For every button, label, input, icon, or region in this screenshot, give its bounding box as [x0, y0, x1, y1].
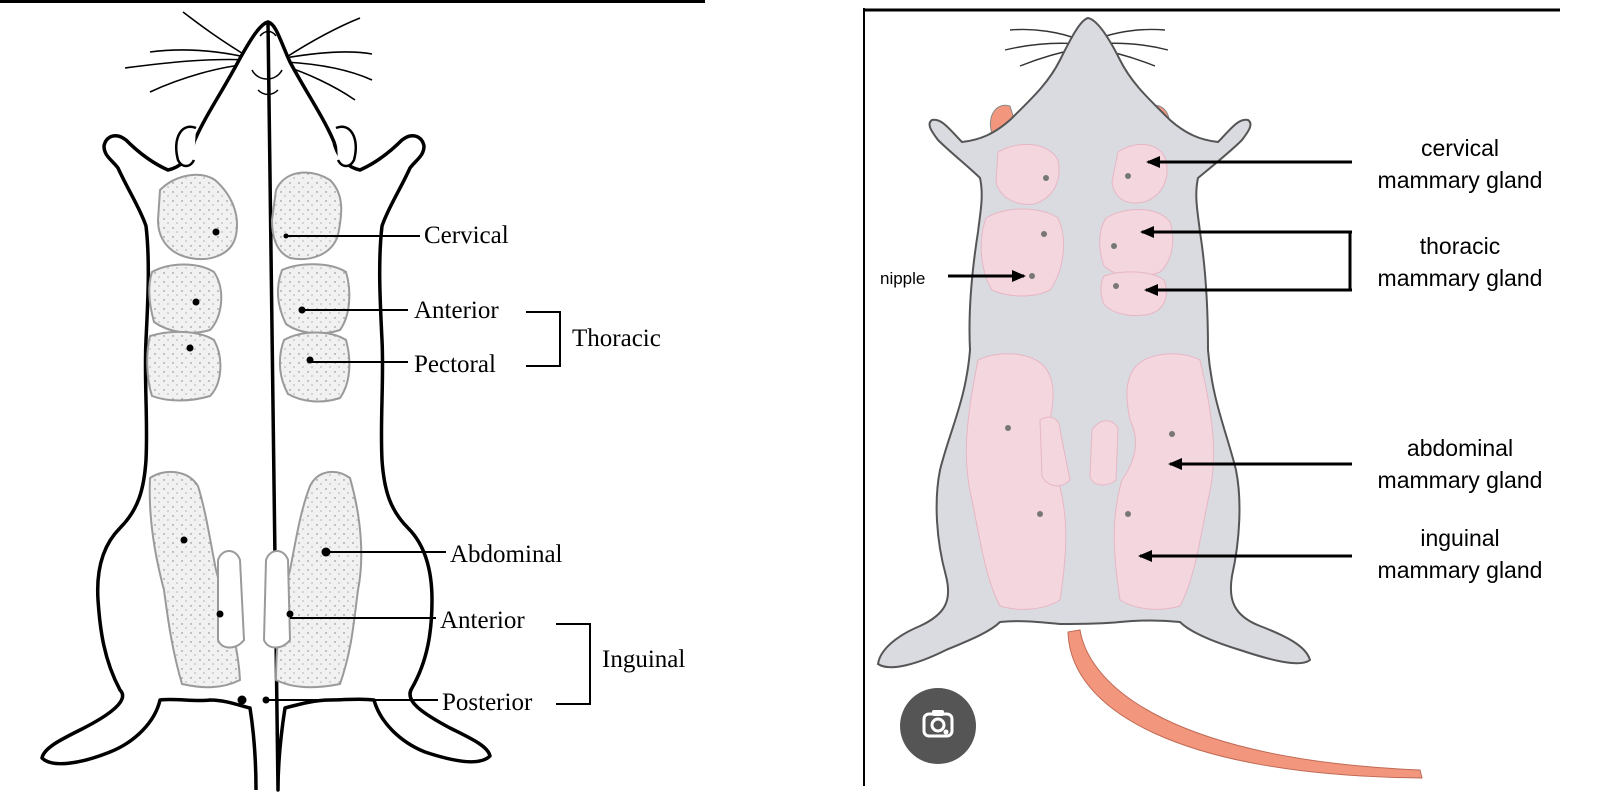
label-inguinal-group: Inguinal: [602, 646, 685, 673]
right-arrows: [948, 156, 1352, 562]
label-thoracic-group: Thoracic: [572, 325, 661, 352]
left-mouse-diagram: Cervical Anterior Pectoral Thoracic Abdo…: [0, 0, 705, 792]
label-thoracic-anterior: Anterior: [414, 297, 499, 324]
right-body: [877, 17, 1311, 669]
label-thoracic-pectoral: Pectoral: [414, 351, 496, 378]
label-abdominal-line2: mammary gland: [1378, 467, 1543, 493]
right-nipples: [1005, 173, 1175, 517]
label-thoracic-line2: mammary gland: [1378, 265, 1543, 291]
label-cervical: Cervical: [424, 222, 509, 249]
label-inguinal-line2: mammary gland: [1378, 557, 1543, 583]
label-abdominal: Abdominal: [450, 541, 563, 568]
label-thoracic-line1: thoracic: [1420, 233, 1501, 259]
label-inguinal-posterior: Posterior: [442, 689, 533, 716]
right-mouse-diagram: nipple cervical mammary gland thoracic m…: [863, 8, 1560, 786]
right-tail: [1067, 629, 1423, 779]
left-nipples: [180, 228, 331, 705]
left-body-outline: [40, 20, 492, 792]
label-nipple: nipple: [880, 269, 925, 288]
left-ear-left: [175, 125, 197, 168]
label-abdominal-line1: abdominal: [1407, 435, 1513, 461]
label-cervical-line2: mammary gland: [1378, 167, 1543, 193]
left-leader-lines: [266, 235, 591, 705]
right-gland-patches: [965, 143, 1214, 610]
label-inguinal-anterior: Anterior: [440, 607, 525, 634]
visual-search-button[interactable]: [900, 688, 976, 764]
lens-camera-icon: [918, 704, 958, 749]
label-inguinal-line1: inguinal: [1420, 525, 1499, 551]
left-ear-right: [335, 125, 357, 168]
label-cervical-line1: cervical: [1421, 135, 1499, 161]
